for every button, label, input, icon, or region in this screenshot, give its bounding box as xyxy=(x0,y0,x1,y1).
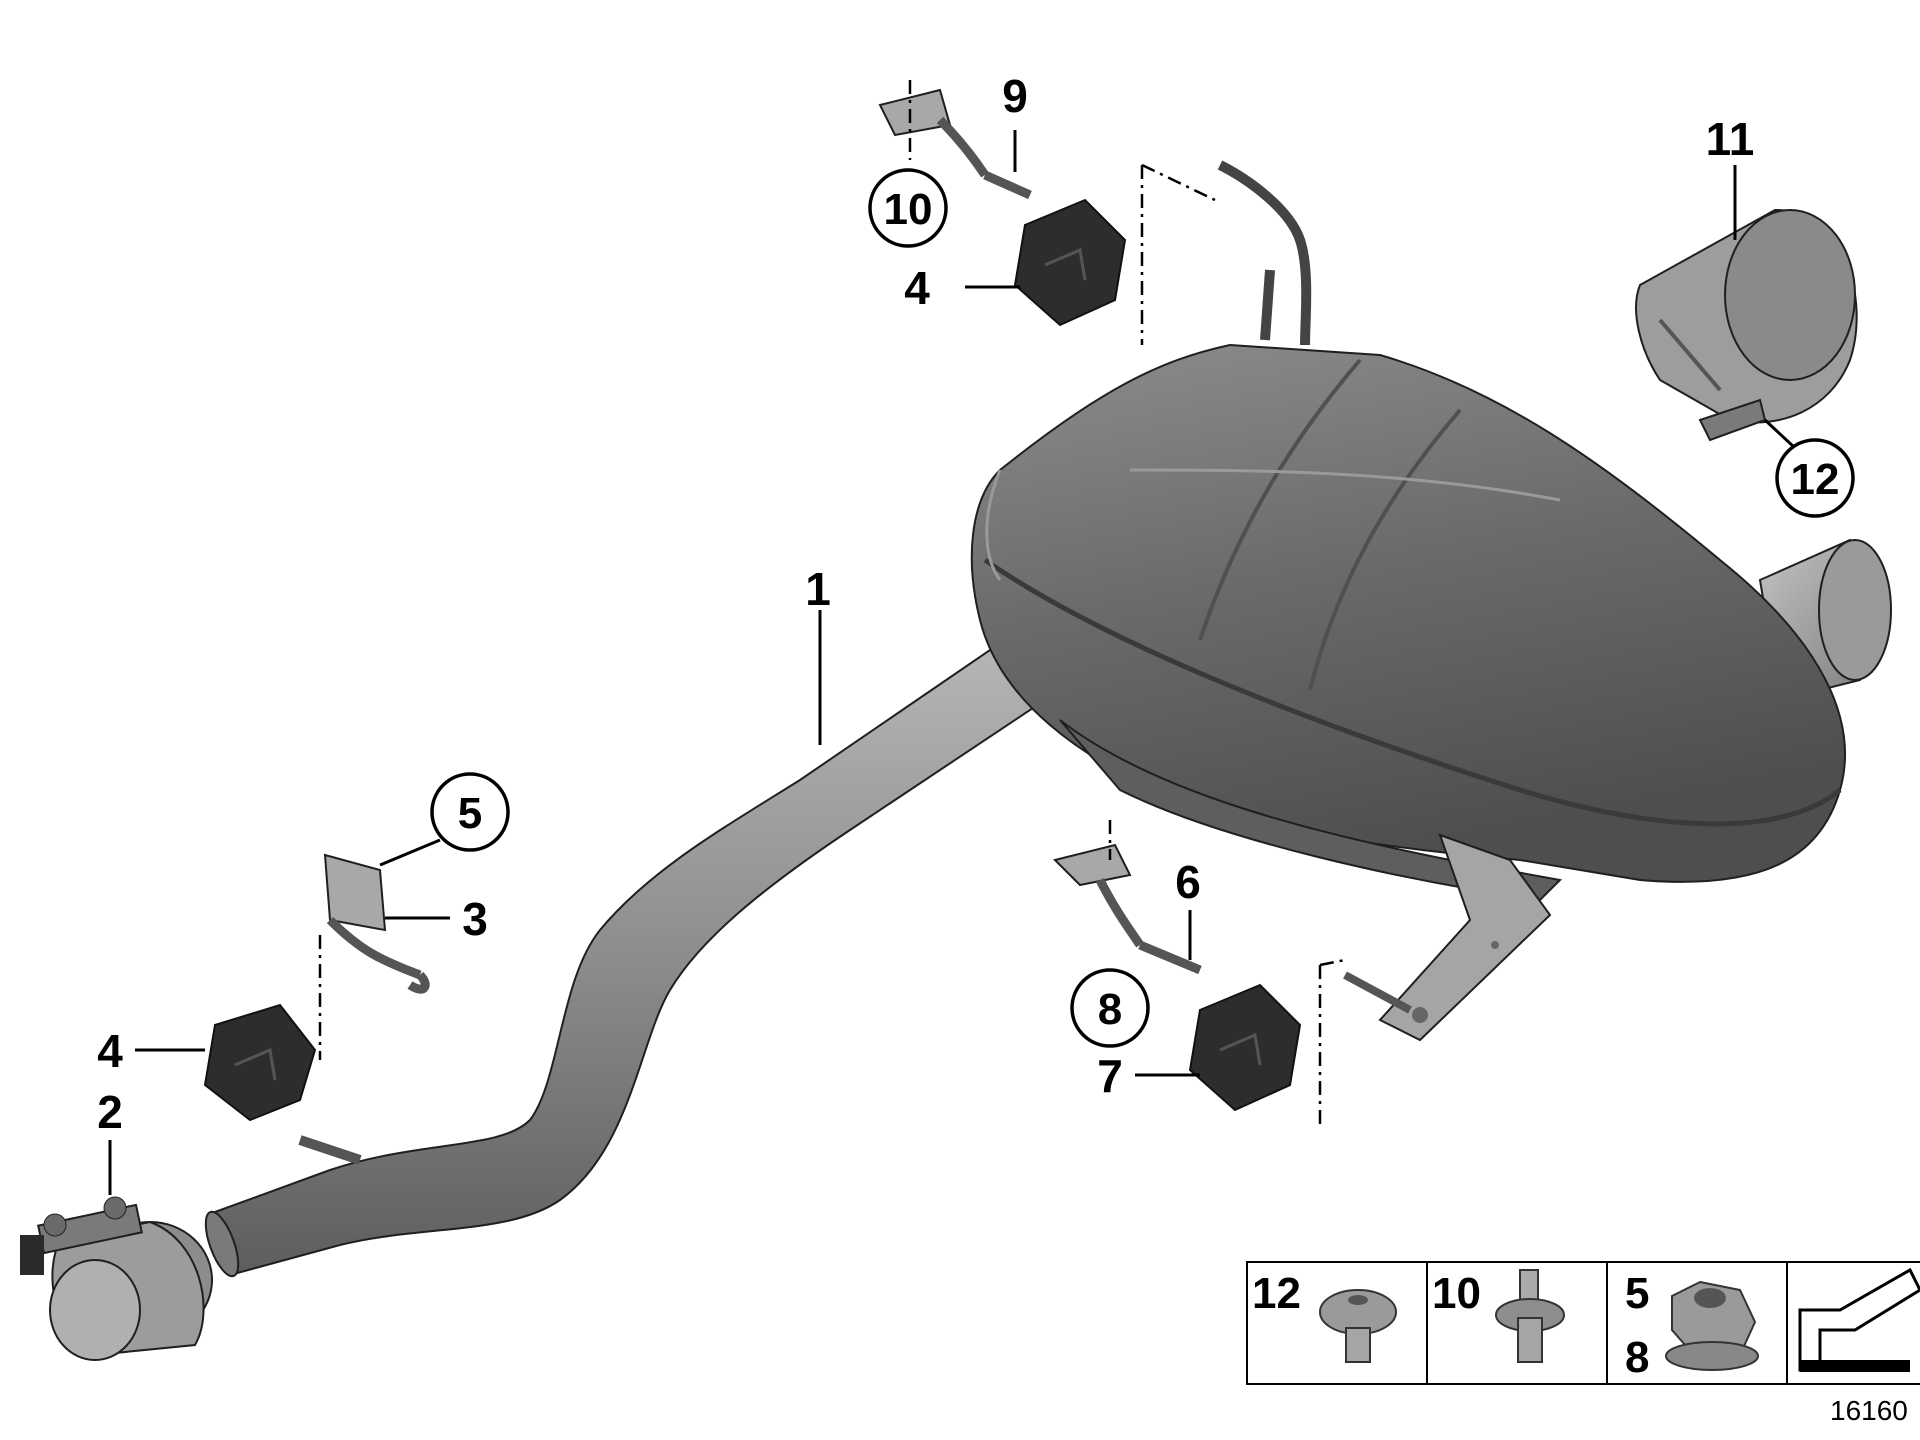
callout-12: 12 xyxy=(1791,455,1840,504)
callout-4-front: 4 xyxy=(97,1025,123,1077)
callout-8: 8 xyxy=(1098,985,1122,1034)
upper-bracket xyxy=(878,88,1032,200)
rubber-mount-front xyxy=(203,1003,362,1165)
rubber-mount-upper xyxy=(1013,198,1127,327)
legend-8: 8 xyxy=(1625,1333,1649,1382)
direction-arrow-icon xyxy=(1798,1267,1920,1372)
callout-6: 6 xyxy=(1175,856,1201,908)
callout-7: 7 xyxy=(1097,1050,1123,1102)
callout-12-ring xyxy=(1775,438,1855,518)
torx-screw-icon xyxy=(1319,1289,1397,1363)
rear-muffler xyxy=(970,160,1892,1042)
callout-8-ring xyxy=(1070,968,1150,1048)
legend-5: 5 xyxy=(1625,1269,1649,1318)
callout-5: 5 xyxy=(458,789,482,838)
pipe-clamp xyxy=(20,1196,213,1361)
front-bracket xyxy=(323,853,430,994)
rear-silencer-pipe xyxy=(204,648,1047,1278)
flange-nut-icon xyxy=(1665,1280,1759,1371)
leader-lines xyxy=(108,80,1797,1195)
callout-9: 9 xyxy=(1002,70,1028,122)
callout-10: 10 xyxy=(884,185,933,234)
callout-5-ring xyxy=(430,772,510,852)
legend-12: 12 xyxy=(1252,1269,1301,1318)
callout-2: 2 xyxy=(97,1086,123,1138)
legend-10: 10 xyxy=(1432,1269,1481,1318)
tailpipe-trim xyxy=(1635,208,1858,442)
callout-4-upper: 4 xyxy=(904,262,930,314)
callout-1: 1 xyxy=(805,563,831,615)
stud-bolt-icon xyxy=(1495,1269,1565,1363)
fastener-legend: 12 10 5 8 xyxy=(1246,1261,1920,1385)
drawing-reference: 16160 xyxy=(1830,1395,1908,1426)
callout-11: 11 xyxy=(1706,113,1755,165)
callout-10-ring xyxy=(868,168,948,248)
rubber-mount-rear xyxy=(1188,983,1302,1112)
callout-3: 3 xyxy=(462,893,488,945)
